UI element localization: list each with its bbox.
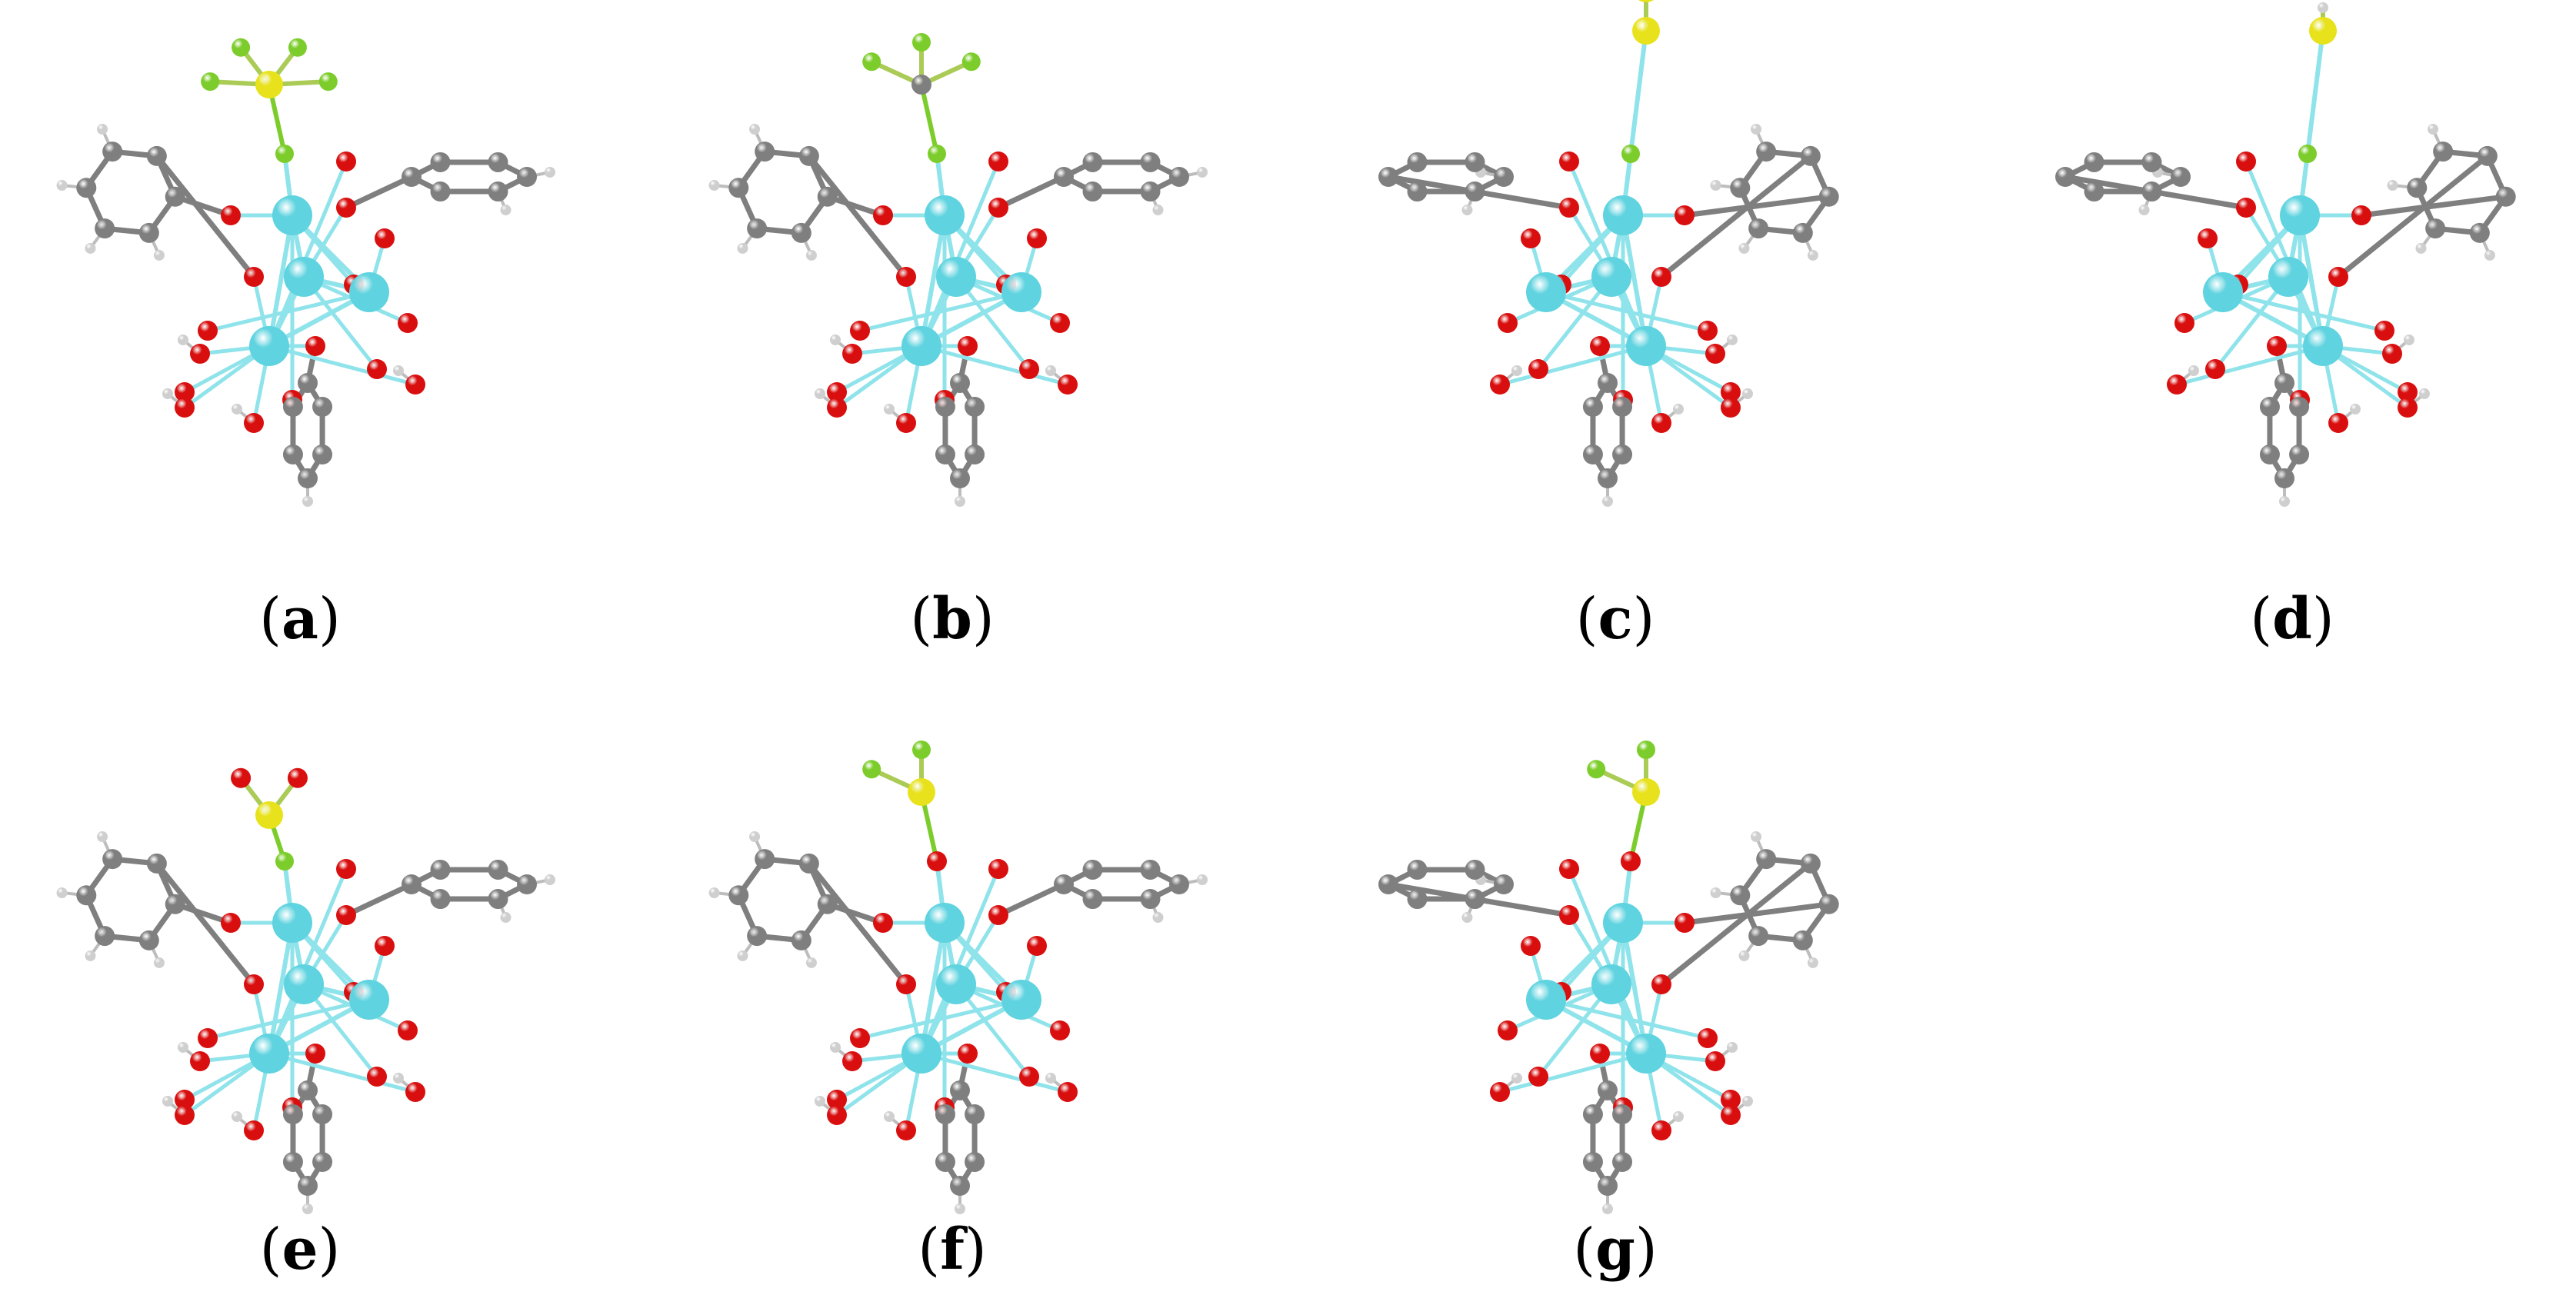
molecule-g (1378, 741, 1839, 1214)
panel-label-g: (g) (1573, 1217, 1658, 1283)
molecule-a (56, 38, 555, 507)
panel-c: (c) (1354, 0, 1877, 648)
atoms (56, 38, 555, 507)
molecule-e (56, 767, 555, 1214)
panel-f: (f) (691, 646, 1214, 1278)
atoms (2055, 2, 2516, 507)
molecule-c (1378, 0, 1839, 507)
atoms (708, 741, 1208, 1214)
atoms (56, 767, 555, 1214)
panel-e: (e) (38, 646, 562, 1278)
bonds (2062, 5, 2509, 503)
panel-g: (g) (1354, 646, 1877, 1278)
panel-label-c: (c) (1575, 586, 1655, 652)
bonds (1385, 0, 1832, 503)
panel-a: (a) (38, 0, 562, 648)
atoms (708, 33, 1208, 507)
molecule-d (2055, 2, 2516, 507)
panel-b: (b) (691, 0, 1214, 648)
panel-label-d: (d) (2250, 586, 2334, 652)
panel-d: (d) (2031, 0, 2554, 648)
panel-label-a: (a) (259, 586, 341, 652)
panel-label-b: (b) (910, 586, 995, 652)
molecule-b (708, 33, 1208, 507)
atoms (1378, 0, 1839, 507)
panel-label-e: (e) (259, 1217, 341, 1283)
atoms (1378, 741, 1839, 1214)
panel-label-f: (f) (918, 1217, 987, 1283)
molecule-f (708, 741, 1208, 1214)
